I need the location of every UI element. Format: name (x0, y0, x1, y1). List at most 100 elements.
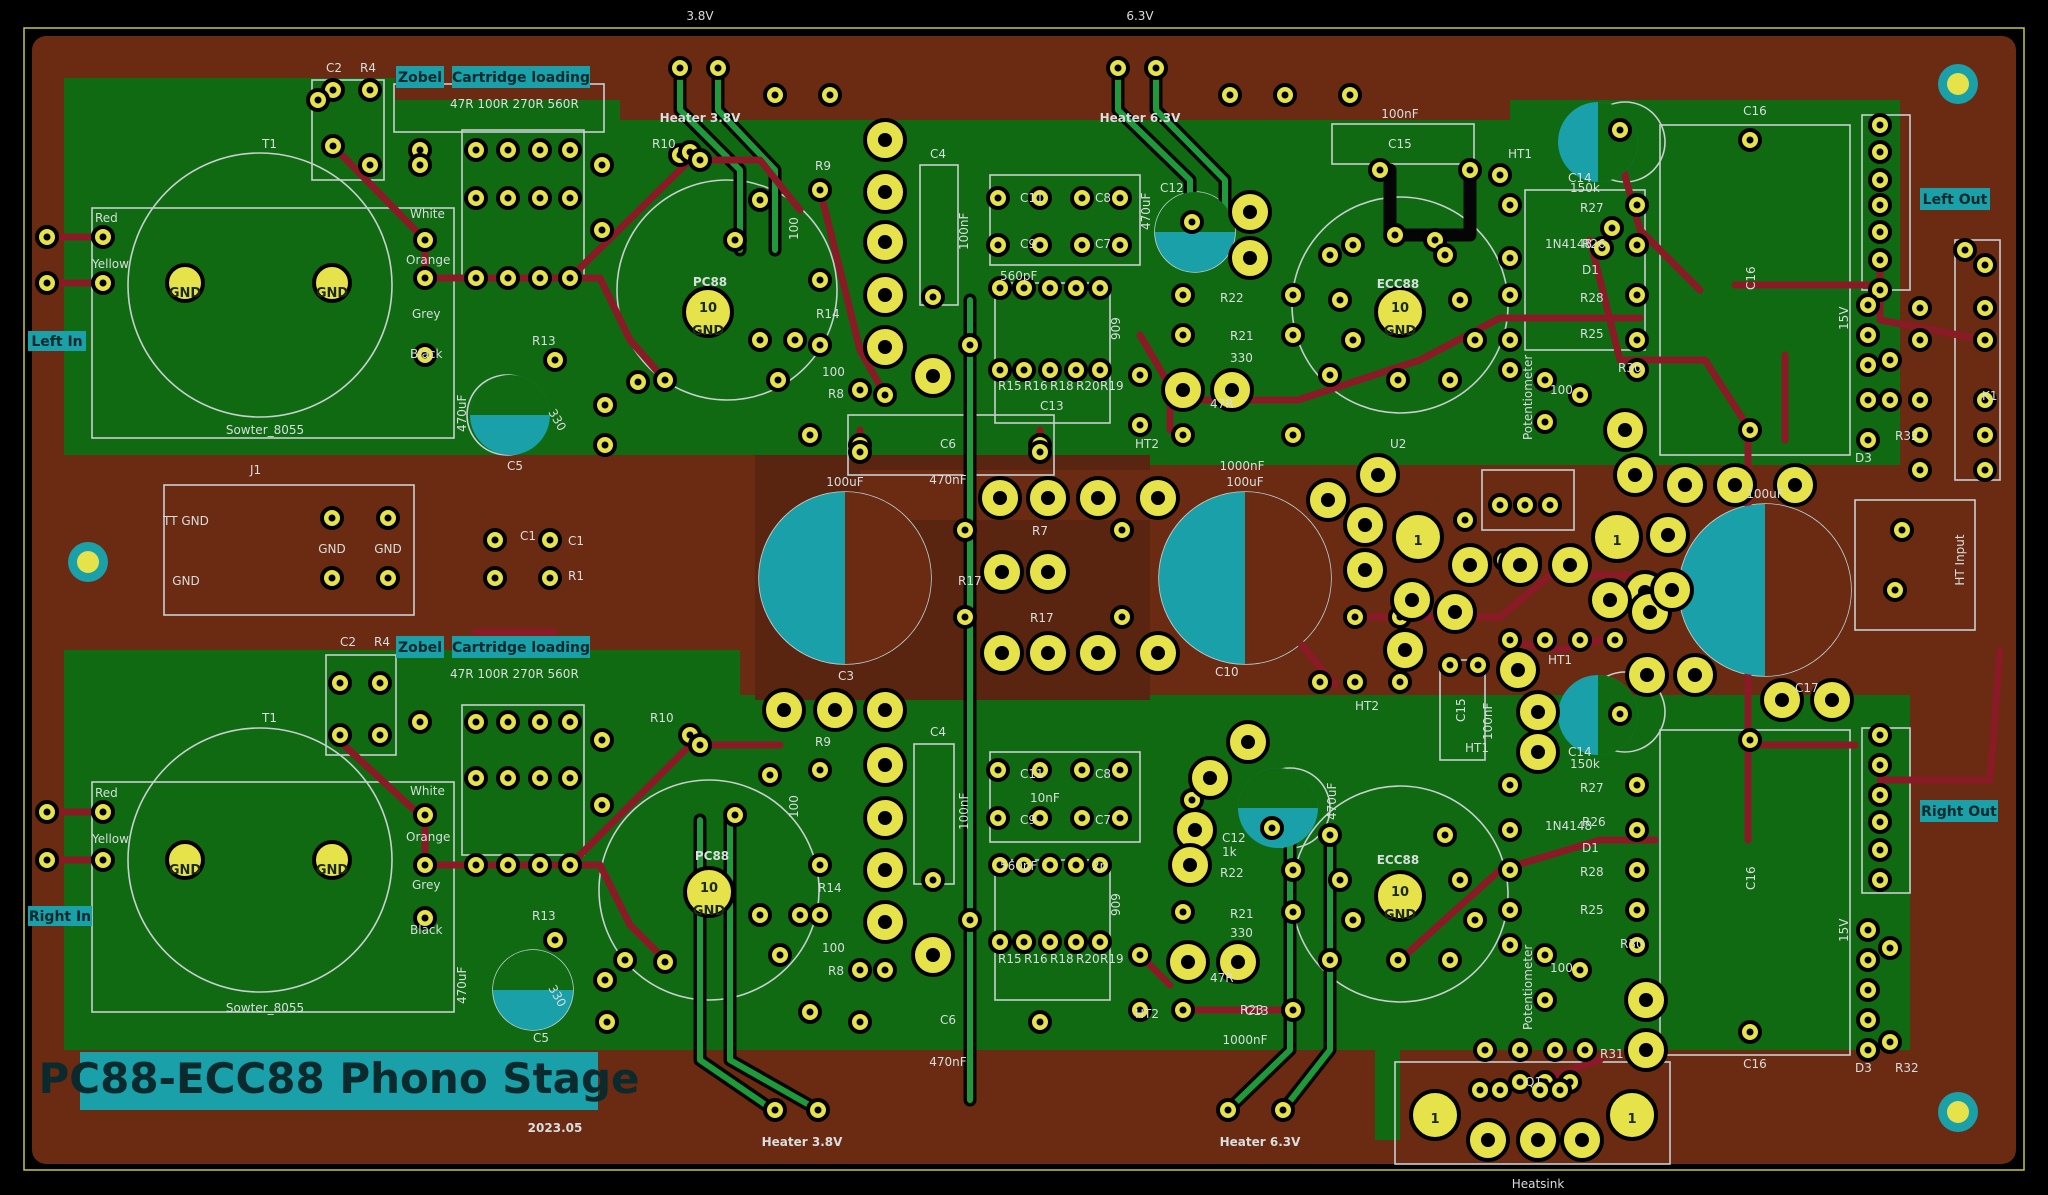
pad-235-drill (1876, 228, 1884, 236)
c6-value-bottom: 470nF (929, 1055, 967, 1069)
c560-bottom-value: 560pF (1000, 859, 1038, 873)
c4-bottom-value: 100nF (957, 792, 971, 830)
pad-123-drill (996, 284, 1004, 292)
r47r-top-value: 47R (1210, 397, 1234, 411)
pad-181-drill (1326, 956, 1334, 964)
pad-261-drill (1916, 431, 1924, 439)
pad-53-drill (598, 801, 606, 809)
big-pad-20-drill (1321, 493, 1335, 507)
big-pad-9-drill (1225, 383, 1239, 397)
pad-305-drill (1279, 1106, 1287, 1114)
pad-237-drill (1876, 286, 1884, 294)
pad-89-drill (816, 186, 824, 194)
mounting-holes (68, 64, 1978, 1132)
r15-top-label: R15 (998, 379, 1022, 393)
r21-top-label: R21 (1230, 329, 1254, 343)
big-pad-14-drill (995, 565, 1009, 579)
r13-bottom-label: R13 (532, 909, 556, 923)
big-pad-4-drill (878, 340, 892, 354)
pad-213-drill (1576, 391, 1584, 399)
pad-208-drill (1616, 710, 1624, 718)
c3-value: 100uF (826, 475, 864, 489)
pad-260-drill (1916, 396, 1924, 404)
pad-119-drill (1078, 766, 1086, 774)
transformer-top-gnd-r: GND (316, 286, 349, 301)
pc88-bottom-pin: 10 (700, 881, 718, 896)
pad-212-drill (1541, 418, 1549, 426)
c16-top-rot: C16 (1744, 266, 1758, 290)
pad-91-drill (816, 341, 824, 349)
pad-124-drill (1020, 284, 1028, 292)
pad-32-drill (536, 194, 544, 202)
pad-92-drill (856, 386, 864, 394)
pad-142-drill (1096, 938, 1104, 946)
pad-150-drill (1289, 431, 1297, 439)
c12-top-value: 470uF (1139, 192, 1153, 230)
pad-198-drill (1506, 826, 1514, 834)
c15-bottom-label: C15 (1454, 698, 1468, 722)
pad-201-drill (1506, 941, 1514, 949)
pad-292-drill (1541, 636, 1549, 644)
big-pad-46-drill (1531, 745, 1545, 759)
cartridge-loading-label-top: Cartridge loading (452, 70, 590, 86)
pad-110-drill (1036, 241, 1044, 249)
big-pad-25-drill (1398, 643, 1412, 657)
big-pad-6-drill (1243, 205, 1257, 219)
pad-136-drill (1072, 861, 1080, 869)
pad-50-drill (566, 774, 574, 782)
pad-54-drill (676, 64, 684, 72)
pad-97-drill (816, 861, 824, 869)
r28-top-label: R28 (1580, 291, 1604, 305)
pad-294-drill (1611, 636, 1619, 644)
r330-top-value: 330 (1230, 351, 1253, 365)
big-pad-11-drill (1041, 491, 1055, 505)
pad-282-drill (961, 613, 969, 621)
pad-61-drill (1226, 91, 1234, 99)
pad-279-drill (384, 574, 392, 582)
r1-label: R1 (568, 569, 584, 583)
pad-80-drill (776, 951, 784, 959)
c15-top-label: C15 (1388, 137, 1412, 151)
pad-84-drill (551, 936, 559, 944)
big-pad-61-drill (1639, 993, 1653, 1007)
heatsink-pin-1a: 1 (1413, 534, 1422, 549)
pad-209-drill (1608, 224, 1616, 232)
pad-191-drill (1506, 366, 1514, 374)
ht2-label-b: HT2 (1355, 699, 1379, 713)
pad-28-drill (504, 146, 512, 154)
big-pad-16-drill (995, 646, 1009, 660)
pad-134-drill (1020, 861, 1028, 869)
big-pad-63-drill (1481, 1133, 1495, 1147)
c14-top-label: C14 (1568, 171, 1592, 185)
big-pad-13-drill (1151, 491, 1165, 505)
pad-62-drill (1281, 91, 1289, 99)
pad-195-drill (1633, 336, 1641, 344)
pad-126-drill (1072, 284, 1080, 292)
pad-156-drill (1289, 908, 1297, 916)
pad-107-drill (994, 194, 1002, 202)
big-pad-18-drill (1091, 646, 1105, 660)
big-pad-60-drill (1181, 955, 1195, 969)
pad-232-drill (1876, 148, 1884, 156)
large-pads (762, 118, 1854, 1162)
pad-121-drill (1078, 814, 1086, 822)
ecc88-top-pin: 10 (1391, 301, 1409, 316)
pad-242-drill (1876, 846, 1884, 854)
pad-120-drill (1116, 766, 1124, 774)
big-pad-15-drill (1041, 565, 1055, 579)
pad-307-drill (1496, 1086, 1504, 1094)
pad-233-drill (1876, 176, 1884, 184)
c7-top-label: C7 (1095, 237, 1111, 251)
pad-196-drill (1633, 366, 1641, 374)
pad-17-drill (421, 861, 429, 869)
pad-256-drill (1886, 944, 1894, 952)
big-pad-36-drill (1788, 478, 1802, 492)
big-pad-51-drill (878, 811, 892, 825)
pad-222-drill (1551, 1046, 1559, 1054)
c5-bottom-value: 470uF (455, 966, 469, 1004)
transformer-name-bottom: Sowter_8055 (226, 1001, 304, 1015)
pad-81-drill (806, 1008, 814, 1016)
pad-163-drill (1376, 166, 1384, 174)
r4-bottom-label: R4 (374, 635, 390, 649)
pad-40-drill (472, 718, 480, 726)
